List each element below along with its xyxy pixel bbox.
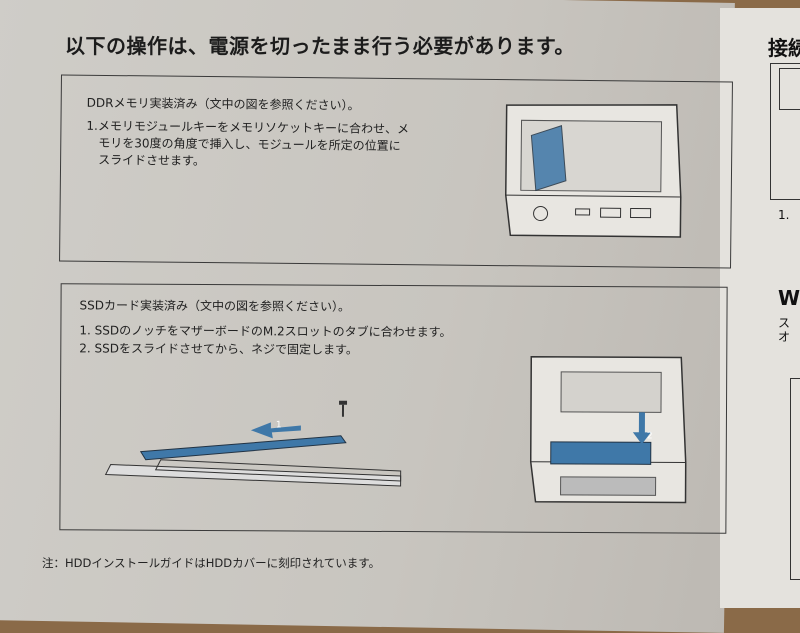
right-page-step: 1. — [778, 208, 790, 222]
outlet-icon — [779, 68, 800, 110]
ssd-step-2: 2. SSDをスライドさせてから、ネジで固定します。 — [79, 341, 358, 357]
arrow-label-2: 2 — [646, 431, 653, 442]
right-page-text-2: オ — [778, 330, 791, 344]
arrow-label-1: 1 — [275, 420, 282, 431]
page-title: 以下の操作は、電源を切ったまま行う必要があります。 — [65, 34, 575, 58]
hdd-note: 注：HDDインストールガイドはHDDカバーに刻印されています。 — [42, 556, 381, 570]
ssd-slot-illustration — [104, 400, 402, 487]
ssd-heading: SSDカード実装済み（文中の図を参照ください）。 — [79, 298, 351, 314]
right-page-figure-box-2 — [790, 378, 800, 580]
right-page-figure-box — [770, 63, 800, 200]
right-page-heading: 接続 — [768, 36, 800, 60]
ddr-heading: DDRメモリ実装済み（文中の図を参照ください）。 — [86, 95, 360, 113]
right-page-heading-2: W — [778, 286, 800, 310]
ddr-step-line-3: スライドさせます。 — [98, 152, 205, 168]
mini-pc-ssd-illustration — [529, 355, 687, 504]
mini-pc-memory-illustration — [505, 104, 682, 238]
right-page-text-1: ス — [778, 316, 791, 330]
ssd-step-1: 1. SSDのノッチをマザーボードのM.2スロットのタブに合わせます。 — [79, 323, 452, 340]
right-page: 接続 1. W ス オ — [720, 8, 800, 608]
ddr-section: DDRメモリ実装済み（文中の図を参照ください）。 1.メモリモジュールキーをメモ… — [59, 74, 733, 269]
ssd-section: SSDカード実装済み（文中の図を参照ください）。 1. SSDのノッチをマザーボ… — [59, 283, 728, 534]
